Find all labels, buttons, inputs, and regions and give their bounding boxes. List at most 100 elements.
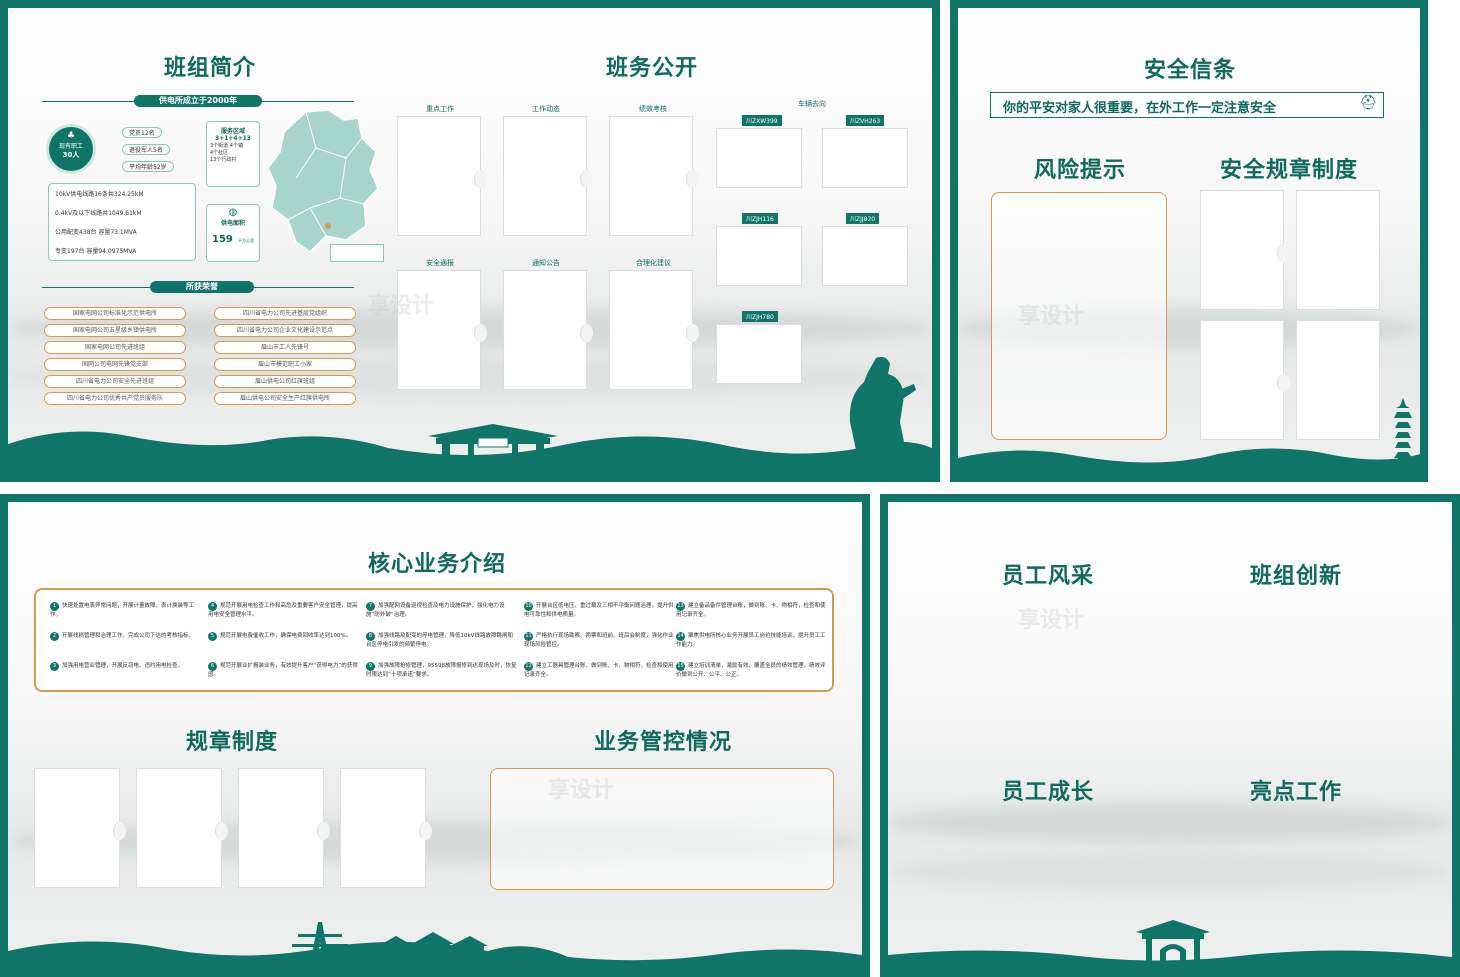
honor-pill: 眉山市模范职工小家 bbox=[214, 358, 356, 371]
safety-rules-title: 安全规章制度 bbox=[1210, 144, 1358, 190]
rules-panel bbox=[1200, 320, 1290, 440]
people-icon: ♣ bbox=[66, 131, 76, 141]
affairs-panel bbox=[503, 270, 593, 390]
honor-pill: 国家电网公司五星级乡镇供电所 bbox=[44, 324, 186, 337]
risk-panel bbox=[991, 192, 1167, 440]
vehicle-panel bbox=[716, 128, 802, 188]
rules-title: 规章制度 bbox=[176, 716, 278, 762]
staff-style-title: 员工风采 bbox=[992, 550, 1094, 596]
affairs-panel bbox=[609, 116, 699, 236]
staff-circle: ♣ 现有职工 30人 bbox=[46, 124, 96, 174]
plate-tag: 川ZXW399 bbox=[742, 115, 782, 126]
gate-silhouette bbox=[1136, 920, 1210, 969]
honor-pill: 国网公司电网先锋党支部 bbox=[44, 358, 186, 371]
stats-box: 10kV供电线路16条共324.25kM 0.4kV及以下线路共1049.61k… bbox=[48, 183, 196, 261]
vehicle-panel bbox=[716, 226, 802, 286]
rules-panel bbox=[1296, 190, 1380, 310]
board-staff: 员工风采 班组创新 员工成长 亮点工作 享设计 bbox=[880, 494, 1460, 977]
safety-slogan: 你的平安对家人很重要，在外工作一定注意安全 bbox=[1003, 101, 1277, 116]
rules-panel bbox=[1200, 190, 1290, 310]
honor-pill: 国家电网公司先进班组 bbox=[44, 341, 186, 354]
affairs-label: 通知公告 bbox=[532, 259, 560, 267]
rules-panel bbox=[340, 768, 432, 888]
hills-silhouette bbox=[8, 941, 862, 969]
risk-title: 风险提示 bbox=[1024, 144, 1126, 190]
stat-line: 公用配变438台 容量73.1MVA bbox=[55, 229, 137, 236]
safety-slogan-box: 你的平安对家人很重要，在外工作一定注意安全 ⛑ bbox=[990, 92, 1384, 118]
affairs-title: 班务公开 bbox=[596, 42, 698, 88]
honor-pill: 国家电网公司标准化示范供电所 bbox=[44, 307, 186, 320]
founded-band: 供电所成立于2000年 bbox=[134, 95, 262, 107]
rules-panel bbox=[238, 768, 330, 888]
affairs-panel bbox=[397, 116, 487, 236]
vehicle-panel bbox=[822, 226, 908, 286]
stat-line: 10kV供电线路16条共324.25kM bbox=[55, 191, 144, 198]
plate-tag: 川ZJH780 bbox=[742, 311, 778, 322]
honor-pill: 眉山供电公司安全生产红旗供电所 bbox=[214, 392, 356, 405]
supply-area-box: ◍ 供电面积 159 平方公里 bbox=[206, 204, 260, 262]
innovation-title: 班组创新 bbox=[1240, 550, 1342, 596]
honors-band: 所获荣誉 bbox=[150, 281, 254, 293]
honor-pill: 四川省电力公司企业文化建设示范点 bbox=[214, 324, 356, 337]
affairs-label: 安全通报 bbox=[426, 259, 454, 267]
map-callout-box bbox=[330, 244, 384, 262]
staff-pill: 平均年龄52岁 bbox=[122, 161, 174, 172]
vehicle-panel bbox=[716, 324, 802, 384]
plate-tag: 川ZJJ820 bbox=[846, 213, 880, 224]
affairs-panel bbox=[397, 270, 487, 390]
hills-silhouette bbox=[888, 950, 1452, 969]
plate-tag: 川ZJH116 bbox=[742, 213, 778, 224]
rules-panel bbox=[1296, 320, 1380, 440]
hills-silhouette bbox=[8, 431, 932, 474]
stat-line: 0.4kV及以下线路共1049.61kM bbox=[55, 210, 142, 217]
vehicles-label: 车辆去向 bbox=[798, 100, 826, 108]
control-panel bbox=[490, 768, 834, 890]
control-title: 业务管控情况 bbox=[584, 716, 732, 762]
growth-title: 员工成长 bbox=[992, 766, 1094, 812]
service-area-box: 服务区域 3+1+4+13 3个街道 4个镇 4个社区 13个行政村 bbox=[206, 121, 260, 187]
region-icon: ◍ bbox=[228, 207, 238, 218]
region-map bbox=[267, 109, 379, 253]
worker-icon: ⛑ bbox=[1359, 95, 1377, 111]
affairs-panel bbox=[503, 116, 593, 236]
hills-silhouette bbox=[958, 448, 1420, 474]
safety-title: 安全信条 bbox=[1134, 44, 1236, 90]
staff-pill: 党员12名 bbox=[122, 127, 162, 138]
core-title: 核心业务介绍 bbox=[358, 538, 506, 584]
honor-pill: 四川省电力公司先进基层党组织 bbox=[214, 307, 356, 320]
board-team-overview: 班组简介 供电所成立于2000年 ♣ 现有职工 30人 党员12名 退役军人5名… bbox=[0, 0, 940, 482]
honor-pill: 眉山供电公司红旗班组 bbox=[214, 375, 356, 388]
rules-panel bbox=[136, 768, 228, 888]
affairs-label: 工作动态 bbox=[532, 105, 560, 113]
affairs-label: 合理化建议 bbox=[636, 259, 671, 267]
honor-pill: 四川省电力公司优秀共产党员服务队 bbox=[44, 392, 186, 405]
affairs-label: 绩效考核 bbox=[639, 105, 667, 113]
board-safety: 安全信条 你的平安对家人很重要，在外工作一定注意安全 ⛑ 风险提示 安全规章制度… bbox=[950, 0, 1428, 482]
rules-panel bbox=[34, 768, 126, 888]
stat-line: 专变197台 容量94.0975MVA bbox=[55, 248, 137, 255]
vehicle-panel bbox=[822, 128, 908, 188]
staff-pill: 退役军人5名 bbox=[122, 144, 170, 155]
honor-pill: 眉山市工人先锋号 bbox=[214, 341, 356, 354]
honor-pill: 四川省电力公司安全先进班组 bbox=[44, 375, 186, 388]
highlights-title: 亮点工作 bbox=[1240, 766, 1342, 812]
intro-title: 班组简介 bbox=[154, 42, 256, 88]
plate-tag: 川ZVH263 bbox=[846, 115, 885, 126]
